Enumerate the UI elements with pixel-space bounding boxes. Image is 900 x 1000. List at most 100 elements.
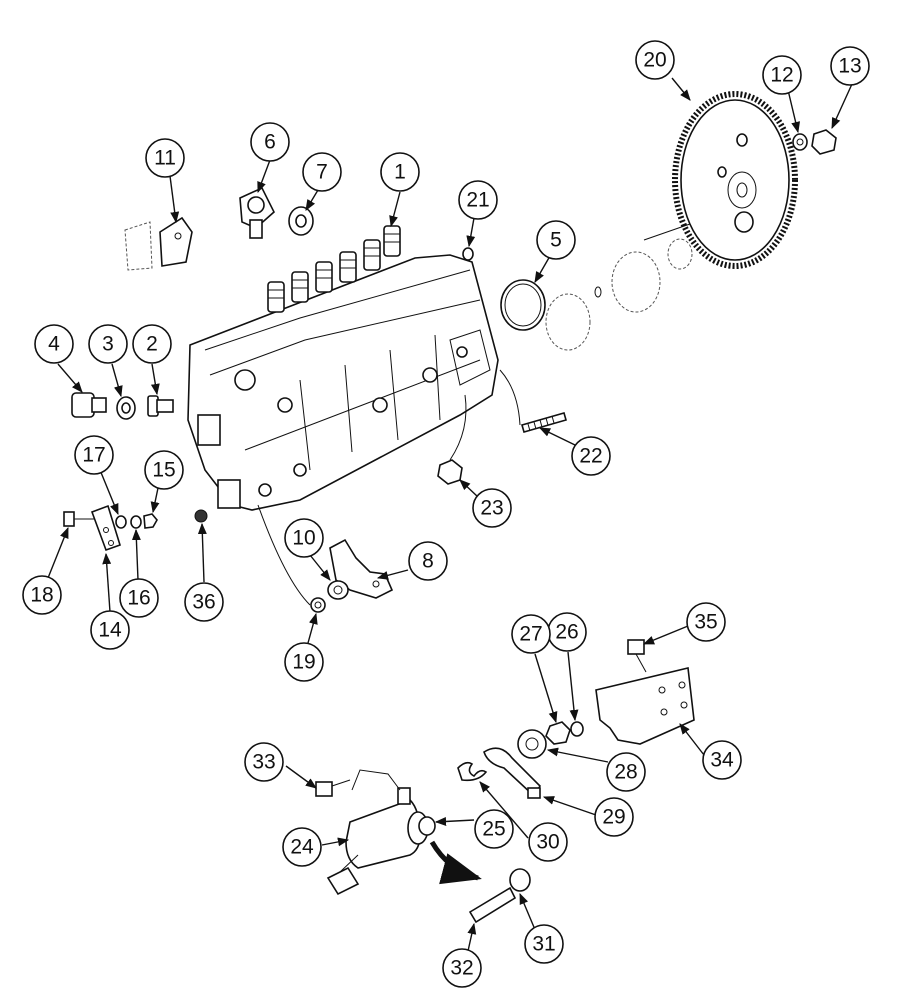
callout-22: 22 bbox=[571, 436, 611, 476]
nut-27 bbox=[545, 721, 571, 745]
callout-18: 18 bbox=[22, 575, 62, 615]
callout-11-label: 11 bbox=[154, 147, 176, 170]
callout-23-label: 23 bbox=[480, 497, 503, 520]
callout-1-label: 1 bbox=[394, 161, 406, 184]
callout-28-label: 28 bbox=[614, 761, 637, 784]
screw-18 bbox=[63, 511, 95, 527]
callout-25: 25 bbox=[474, 809, 514, 849]
callout-27: 27 bbox=[511, 614, 551, 654]
callout-32: 32 bbox=[442, 948, 482, 988]
delivery-valve-row bbox=[267, 225, 401, 313]
callout-24: 24 bbox=[282, 827, 322, 867]
callout-27-label: 27 bbox=[519, 623, 542, 646]
bolt-2 bbox=[147, 395, 174, 417]
callout-7-label: 7 bbox=[316, 161, 328, 184]
spring-30 bbox=[457, 761, 488, 782]
callout-5: 5 bbox=[536, 220, 576, 260]
callout-25-label: 25 bbox=[482, 818, 505, 841]
callout-7: 7 bbox=[302, 152, 342, 192]
callout-5-label: 5 bbox=[550, 229, 562, 252]
callout-20-label: 20 bbox=[643, 49, 666, 72]
callout-31: 31 bbox=[524, 924, 564, 964]
callout-30-label: 30 bbox=[536, 831, 559, 854]
callout-35: 35 bbox=[686, 602, 726, 642]
callout-36-label: 36 bbox=[192, 591, 215, 614]
bolt-35 bbox=[627, 639, 647, 673]
callout-29: 29 bbox=[594, 797, 634, 837]
callout-1: 1 bbox=[380, 152, 420, 192]
solenoid-connector bbox=[326, 854, 360, 896]
callout-26-label: 26 bbox=[555, 621, 578, 644]
callout-17: 17 bbox=[74, 435, 114, 475]
callout-31-label: 31 bbox=[532, 933, 555, 956]
callout-23: 23 bbox=[472, 488, 512, 528]
callout-33-label: 33 bbox=[252, 751, 275, 774]
callout-21-label: 21 bbox=[466, 189, 489, 212]
washer-16 bbox=[130, 515, 142, 529]
nut-15 bbox=[143, 513, 158, 529]
stud-22 bbox=[521, 412, 567, 433]
pin-32 bbox=[468, 886, 517, 924]
washer-12 bbox=[792, 133, 808, 151]
drive-hub-assembly bbox=[545, 223, 693, 351]
callout-13-label: 13 bbox=[838, 55, 861, 78]
plunger-25 bbox=[418, 816, 436, 836]
seal-ring-3 bbox=[116, 396, 136, 420]
lever-bracket-14 bbox=[90, 504, 121, 552]
callout-28: 28 bbox=[606, 752, 646, 792]
callout-2: 2 bbox=[132, 324, 172, 364]
callout-16-label: 16 bbox=[127, 587, 150, 610]
callout-11: 11 bbox=[145, 138, 185, 178]
callout-14-label: 14 bbox=[98, 619, 122, 642]
sleeve-28 bbox=[517, 729, 547, 759]
washer-26 bbox=[570, 721, 584, 737]
callout-17-label: 17 bbox=[82, 444, 105, 467]
nut-23 bbox=[437, 459, 463, 485]
callout-35-label: 35 bbox=[694, 611, 717, 634]
callout-3-label: 3 bbox=[102, 333, 114, 356]
callout-15: 15 bbox=[144, 450, 184, 490]
drive-gear-20 bbox=[672, 91, 798, 269]
callout-21: 21 bbox=[458, 180, 498, 220]
o-ring-5 bbox=[500, 279, 546, 331]
callout-36: 36 bbox=[184, 582, 224, 622]
mounting-bracket-34 bbox=[595, 667, 695, 745]
callout-19: 19 bbox=[284, 642, 324, 682]
sleeve-10 bbox=[327, 580, 349, 600]
shutoff-solenoid-24 bbox=[345, 769, 429, 869]
plug-36 bbox=[194, 509, 208, 523]
callout-32-label: 32 bbox=[450, 957, 473, 980]
callout-16: 16 bbox=[119, 578, 159, 618]
callout-18-label: 18 bbox=[30, 584, 53, 607]
callout-10-label: 10 bbox=[292, 527, 315, 550]
clip-31 bbox=[509, 868, 531, 892]
callout-22-label: 22 bbox=[579, 445, 602, 468]
callout-34-label: 34 bbox=[710, 749, 734, 772]
callout-33: 33 bbox=[244, 742, 284, 782]
callout-30: 30 bbox=[528, 822, 568, 862]
callout-24-label: 24 bbox=[290, 836, 314, 859]
callout-10: 10 bbox=[284, 518, 324, 558]
callout-15-label: 15 bbox=[152, 459, 175, 482]
ring-19 bbox=[310, 597, 326, 613]
callout-26: 26 bbox=[547, 612, 587, 652]
callout-8-label: 8 bbox=[422, 550, 434, 573]
callout-13: 13 bbox=[830, 46, 870, 86]
callout-4: 4 bbox=[34, 324, 74, 364]
callout-34: 34 bbox=[702, 740, 742, 780]
callout-3: 3 bbox=[88, 324, 128, 364]
lever-arm-29 bbox=[483, 747, 542, 799]
callout-6-label: 6 bbox=[264, 131, 276, 154]
callout-29-label: 29 bbox=[602, 806, 625, 829]
sealing-washer bbox=[288, 206, 314, 236]
callout-2-label: 2 bbox=[146, 333, 158, 356]
callout-4-label: 4 bbox=[48, 333, 60, 356]
banjo-fitting bbox=[239, 186, 275, 239]
callout-6: 6 bbox=[250, 122, 290, 162]
callout-20: 20 bbox=[635, 40, 675, 80]
bolt-33 bbox=[315, 779, 351, 797]
injection-pump-body bbox=[187, 254, 499, 511]
callout-12: 12 bbox=[762, 55, 802, 95]
callout-19-label: 19 bbox=[292, 651, 315, 674]
